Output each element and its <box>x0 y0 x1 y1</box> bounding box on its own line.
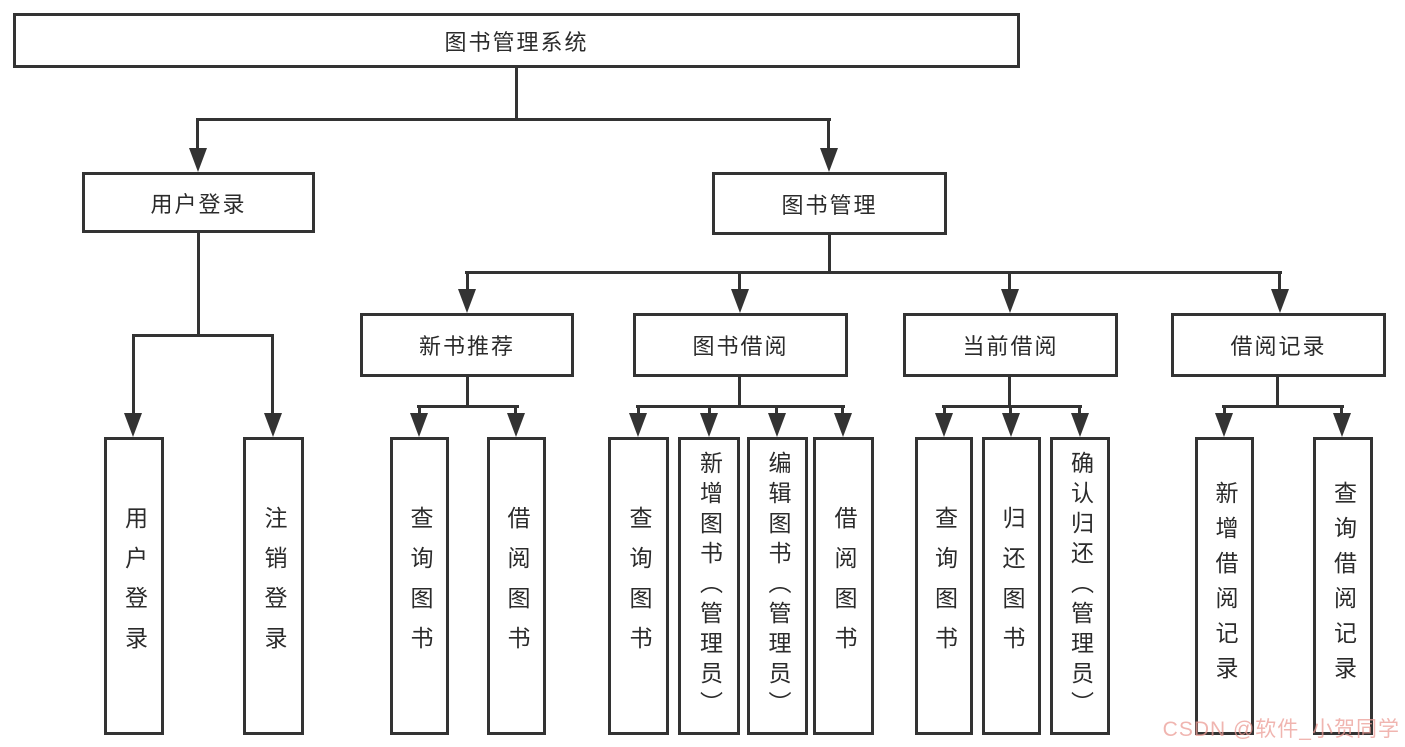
connector-line <box>943 405 946 417</box>
arrowhead-down-icon <box>1002 413 1020 437</box>
arrowhead-down-icon <box>1215 413 1233 437</box>
leaf-label: 查询图书 <box>626 506 652 666</box>
node-new-book-recommend: 新书推荐 <box>360 313 574 377</box>
leaf-label: 注销登录 <box>261 506 287 666</box>
node-current-borrow: 当前借阅 <box>903 313 1118 377</box>
connector-line <box>942 405 1082 408</box>
connector-line <box>465 271 1282 274</box>
connector-line <box>738 375 741 408</box>
leaf-records-add: 新增借阅记录 <box>1195 437 1254 735</box>
connector-line <box>466 271 469 293</box>
leaf-label: 确认归还（管理员） <box>1067 451 1094 721</box>
leaf-label: 查询借阅记录 <box>1330 481 1357 691</box>
leaf-borrow-query: 查询图书 <box>608 437 669 735</box>
connector-line <box>775 405 778 417</box>
node-user-login: 用户登录 <box>82 172 315 233</box>
connector-line <box>1278 271 1281 293</box>
arrowhead-down-icon <box>700 413 718 437</box>
arrowhead-down-icon <box>1271 289 1289 313</box>
leaf-label: 新增图书（管理员） <box>696 451 723 721</box>
leaf-logout: 注销登录 <box>243 437 304 735</box>
connector-line <box>132 334 274 337</box>
arrowhead-down-icon <box>834 413 852 437</box>
connector-line <box>1276 375 1279 408</box>
leaf-label: 借阅图书 <box>504 506 530 666</box>
leaf-newbook-query: 查询图书 <box>390 437 449 735</box>
connector-line <box>828 233 831 273</box>
arrowhead-down-icon <box>768 413 786 437</box>
connector-line <box>196 118 831 121</box>
arrowhead-down-icon <box>629 413 647 437</box>
connector-line <box>636 405 845 408</box>
connector-line <box>132 334 135 415</box>
node-root: 图书管理系统 <box>13 13 1020 68</box>
leaf-current-return: 归还图书 <box>982 437 1041 735</box>
arrowhead-down-icon <box>1333 413 1351 437</box>
connector-line <box>708 405 711 417</box>
leaf-current-query: 查询图书 <box>915 437 973 735</box>
leaf-label: 用户登录 <box>121 506 148 666</box>
arrowhead-down-icon <box>1001 289 1019 313</box>
leaf-label: 新增借阅记录 <box>1212 481 1238 691</box>
arrowhead-down-icon <box>124 413 142 437</box>
connector-line <box>197 231 200 336</box>
connector-line <box>271 334 274 415</box>
connector-line <box>1078 405 1081 417</box>
connector-line <box>466 375 469 408</box>
leaf-label: 归还图书 <box>999 506 1025 666</box>
leaf-user-login: 用户登录 <box>104 437 164 735</box>
arrowhead-down-icon <box>410 413 428 437</box>
leaf-newbook-borrow: 借阅图书 <box>487 437 546 735</box>
leaf-records-query: 查询借阅记录 <box>1313 437 1373 735</box>
leaf-current-confirm-admin: 确认归还（管理员） <box>1050 437 1110 735</box>
connector-line <box>841 405 844 417</box>
connector-line <box>1340 405 1343 417</box>
arrowhead-down-icon <box>935 413 953 437</box>
connector-line <box>1008 375 1011 408</box>
node-borrow-records: 借阅记录 <box>1171 313 1386 377</box>
leaf-label: 查询图书 <box>407 506 433 666</box>
connector-line <box>515 66 518 120</box>
arrowhead-down-icon <box>264 413 282 437</box>
leaf-borrow-add-admin: 新增图书（管理员） <box>678 437 740 735</box>
connector-line <box>418 405 421 417</box>
leaf-borrow-edit-admin: 编辑图书（管理员） <box>747 437 808 735</box>
arrowhead-down-icon <box>820 148 838 172</box>
csdn-watermark: CSDN @软件_小贺同学 <box>1162 718 1400 741</box>
connector-line <box>827 118 830 150</box>
connector-line <box>738 271 741 293</box>
connector-line <box>196 118 199 150</box>
leaf-label: 查询图书 <box>931 506 958 666</box>
arrowhead-down-icon <box>1071 413 1089 437</box>
node-book-mgmt: 图书管理 <box>712 172 947 235</box>
connector-line <box>1223 405 1226 417</box>
leaf-label: 编辑图书（管理员） <box>765 451 791 721</box>
arrowhead-down-icon <box>189 148 207 172</box>
arrowhead-down-icon <box>507 413 525 437</box>
connector-line <box>1008 271 1011 293</box>
connector-line <box>417 405 519 408</box>
arrowhead-down-icon <box>458 289 476 313</box>
connector-line <box>1009 405 1012 417</box>
leaf-borrow-book: 借阅图书 <box>813 437 874 735</box>
connector-line <box>1222 405 1344 408</box>
connector-line <box>637 405 640 417</box>
connector-line <box>514 405 517 417</box>
leaf-label: 借阅图书 <box>831 506 857 666</box>
node-book-borrow: 图书借阅 <box>633 313 848 377</box>
arrowhead-down-icon <box>731 289 749 313</box>
